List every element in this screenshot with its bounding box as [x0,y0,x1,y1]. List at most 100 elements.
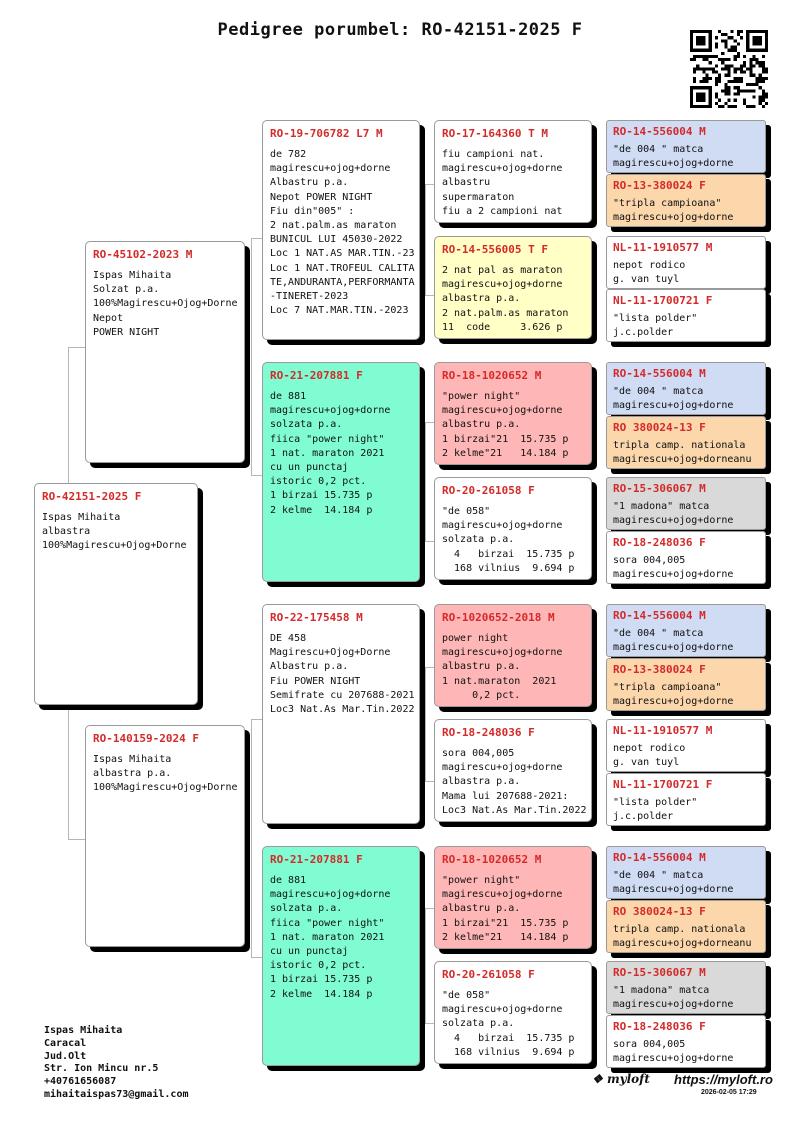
pedigree-text-line: magirescu+ojog+dorne [613,696,734,708]
pedigree-text-line: magirescu+ojog+dorne [442,405,563,417]
owner-phone: +40761656087 [44,1076,117,1088]
pedigree-text-line: fiu campioni nat. [442,149,545,160]
pigeon-card-great-grandparent[interactable]: RO-20-261058 F"de 058"magirescu+ojog+dor… [434,961,592,1064]
ring-number: RO-18-1020652 M [442,369,542,382]
ring-number: RO-13-380024 F [613,663,706,676]
connector-line [425,667,426,781]
pedigree-text-line: magirescu+ojog+dorne [270,889,391,901]
ring-number: RO-21-207881 F [270,853,363,866]
pedigree-text-line: tripla camp. nationala [613,924,746,935]
connector-line [251,719,263,720]
pedigree-text-line: DE 458 [270,633,307,644]
pedigree-text-line: albastra p.a. [93,768,172,780]
pedigree-text-line: "1 madona" matca [613,985,710,996]
ring-number: RO-18-1020652 M [442,853,542,866]
pedigree-text-line: 2 kelme 14.184 p [270,504,373,516]
pedigree-text-line: Loc3 Nat.As Mar.Tin.2022 [442,804,587,816]
pedigree-text-line: magirescu+ojog+dorne [442,1004,563,1016]
connector-line [425,1023,435,1024]
pedigree-text-line: Albastru p.a. [270,661,349,673]
pedigree-text-line: sora 004,005 [442,748,515,759]
pedigree-text-line: Mama lui 207688-2021: [442,790,569,802]
pigeon-card-gg-grandparent[interactable]: RO-13-380024 F"tripla campioana"magiresc… [606,658,766,711]
connector-line [425,295,435,296]
connector-line [425,541,435,542]
pedigree-text-line: magirescu+ojog+dorne [442,279,563,291]
pedigree-text-line: Fiu din"005" : [270,205,355,217]
pigeon-card-gg-grandparent[interactable]: NL-11-1700721 F"lista polder"j.c.polder [606,773,766,826]
pedigree-text-line: "tripla campioana" [613,198,722,209]
pedigree-text-line: Albastru p.a. [270,177,349,189]
connector-line [425,184,426,295]
pedigree-text-line: 1 birzai 15.735 p [270,974,373,986]
pedigree-text-line: 2 kelme"21 14.184 p [442,447,569,459]
pedigree-text-line: magirescu+ojog+dorneanu [613,454,752,466]
pedigree-text-line: 168 vilnius 9.694 p [442,562,575,574]
pedigree-text-line: nepot rodico [613,743,686,754]
pigeon-card-great-grandparent[interactable]: RO-18-1020652 M"power night"magirescu+oj… [434,846,592,949]
connector-line [425,184,435,185]
ring-number: RO 380024-13 F [613,421,706,434]
pedigree-text-line: Semifrate cu 207688-2021 [270,689,415,701]
pedigree-text-line: 1 nat.maraton 2021 [442,675,557,687]
pedigree-text-line: magirescu+ojog+dorne [442,647,563,659]
pedigree-text-line: Fiu POWER NIGHT [270,675,361,687]
pedigree-text-line: solzata p.a. [270,903,343,915]
pedigree-text-line: "de 004 " matca [613,144,704,155]
pedigree-text-line: nepot rodico [613,260,686,271]
pedigree-text-line: 4 birzai 15.735 p [442,1032,575,1044]
ring-number: RO-13-380024 F [613,179,706,192]
pedigree-text-line: sora 004,005 [613,1039,686,1050]
ring-number: RO-42151-2025 F [42,490,142,503]
connector-line [425,422,435,423]
ring-number: RO-14-556004 M [613,125,706,138]
ring-number: RO-140159-2024 F [93,732,199,745]
pedigree-text-line: "de 004 " matca [613,628,704,639]
connector-line [251,475,263,476]
pigeon-card-gg-grandparent[interactable]: RO-13-380024 F"tripla campioana"magiresc… [606,174,766,227]
pedigree-text-line: magirescu+ojog+dorne [442,520,563,532]
connector-line [68,347,88,348]
pedigree-text-line: Ispas Mihaita [42,512,121,523]
pedigree-text-line: 168 vilnius 9.694 p [442,1046,575,1058]
pigeon-card-great-grandparent[interactable]: RO-18-1020652 M "power night" magirescu+oj… [434,362,592,465]
pedigree-text-line: Loc 1 NAT.TROFEUL CALITA [270,262,415,274]
pedigree-text-line: 1 birzai"21 15.735 p [442,433,569,445]
pigeon-card-great-grandparent[interactable]: RO-20-261058 F"de 058"magirescu+ojog+dor… [434,477,592,580]
pedigree-text-line: "power night" [442,391,521,402]
site-url[interactable]: https://myloft.ro [674,1072,773,1087]
pedigree-text-line: 0,2 pct. [442,689,521,701]
pigeon-card-gg-grandparent[interactable]: NL-11-1700721 F"lista polder"j.c.polder [606,289,766,342]
pedigree-text-line: Nepot [93,312,124,324]
pedigree-text-line: POWER NIGHT [93,326,160,338]
connector-line [425,908,435,909]
ring-number: RO-15-306067 M [613,482,706,495]
pedigree-text-line: Ispas Mihaita [93,270,172,281]
pedigree-text-line: magirescu+ojog+dorne [442,762,563,774]
pedigree-text-line: "lista polder" [613,313,698,324]
pedigree-text-line: magirescu+ojog+dorne [613,400,734,412]
